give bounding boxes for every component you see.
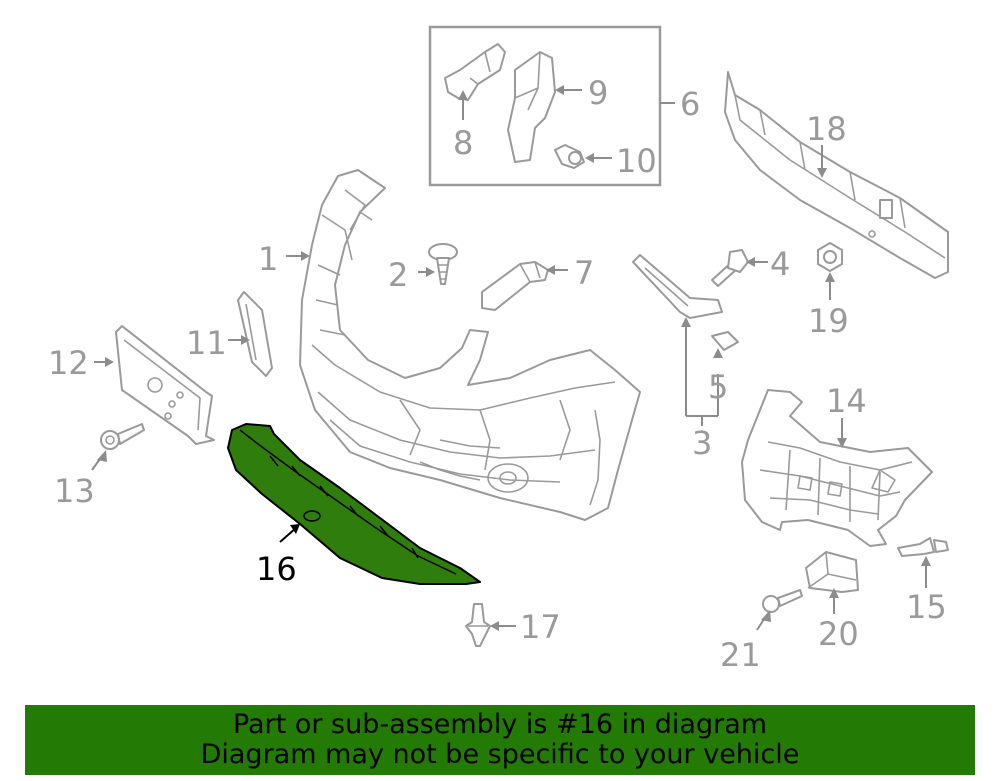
part-11-strip xyxy=(228,291,273,377)
part-10-clip xyxy=(554,144,612,169)
part-20-retainer xyxy=(805,551,859,614)
part-9-bracket xyxy=(507,51,582,163)
part-14-bracket xyxy=(741,389,933,547)
part-7-bracket xyxy=(481,261,568,311)
part-4-bolt xyxy=(711,249,768,287)
callout-17: 17 xyxy=(520,608,561,646)
callout-21: 21 xyxy=(720,636,761,674)
callout-6: 6 xyxy=(680,85,700,123)
callout-11: 11 xyxy=(186,324,227,362)
part-8-bracket xyxy=(444,43,506,120)
part-3-strip xyxy=(632,254,723,426)
callout-16: 16 xyxy=(256,550,297,588)
banner-line-2: Diagram may not be specific to your vehi… xyxy=(200,739,800,770)
callout-20: 20 xyxy=(818,615,859,653)
callout-1: 1 xyxy=(258,240,278,278)
parts-diagram: 1 2 3 4 5 6 7 8 9 10 11 12 13 14 15 16 1… xyxy=(48,25,949,674)
callout-8: 8 xyxy=(453,124,473,162)
callout-2: 2 xyxy=(388,256,408,294)
part-1-bumper-cover xyxy=(286,169,641,521)
part-21-screw xyxy=(756,589,803,631)
part-13-screw xyxy=(91,423,145,471)
part-2-fastener xyxy=(418,243,458,285)
callout-7: 7 xyxy=(574,254,594,292)
part-17-push-clip xyxy=(465,603,516,647)
part-19-nut xyxy=(817,242,843,300)
banner-line-1: Part or sub-assembly is #16 in diagram xyxy=(232,709,768,740)
callout-5: 5 xyxy=(708,368,728,406)
info-banner: Part or sub-assembly is #16 in diagram D… xyxy=(25,705,975,775)
callout-9: 9 xyxy=(588,74,608,112)
callout-3: 3 xyxy=(692,424,712,462)
callout-15: 15 xyxy=(906,588,947,626)
callout-4: 4 xyxy=(770,245,790,283)
part-18-reinforcement xyxy=(724,71,949,279)
part-12-license-bracket xyxy=(94,325,215,445)
callout-19: 19 xyxy=(808,302,849,340)
callout-13: 13 xyxy=(54,472,95,510)
callout-10: 10 xyxy=(616,142,657,180)
callout-labels: 1 2 3 4 5 6 7 8 9 10 11 12 13 14 15 16 1… xyxy=(48,74,947,674)
callout-12: 12 xyxy=(48,344,89,382)
part-5-clip xyxy=(711,331,739,358)
callout-18: 18 xyxy=(806,110,847,148)
callout-14: 14 xyxy=(826,382,867,420)
part-15-push-pin xyxy=(897,537,949,588)
